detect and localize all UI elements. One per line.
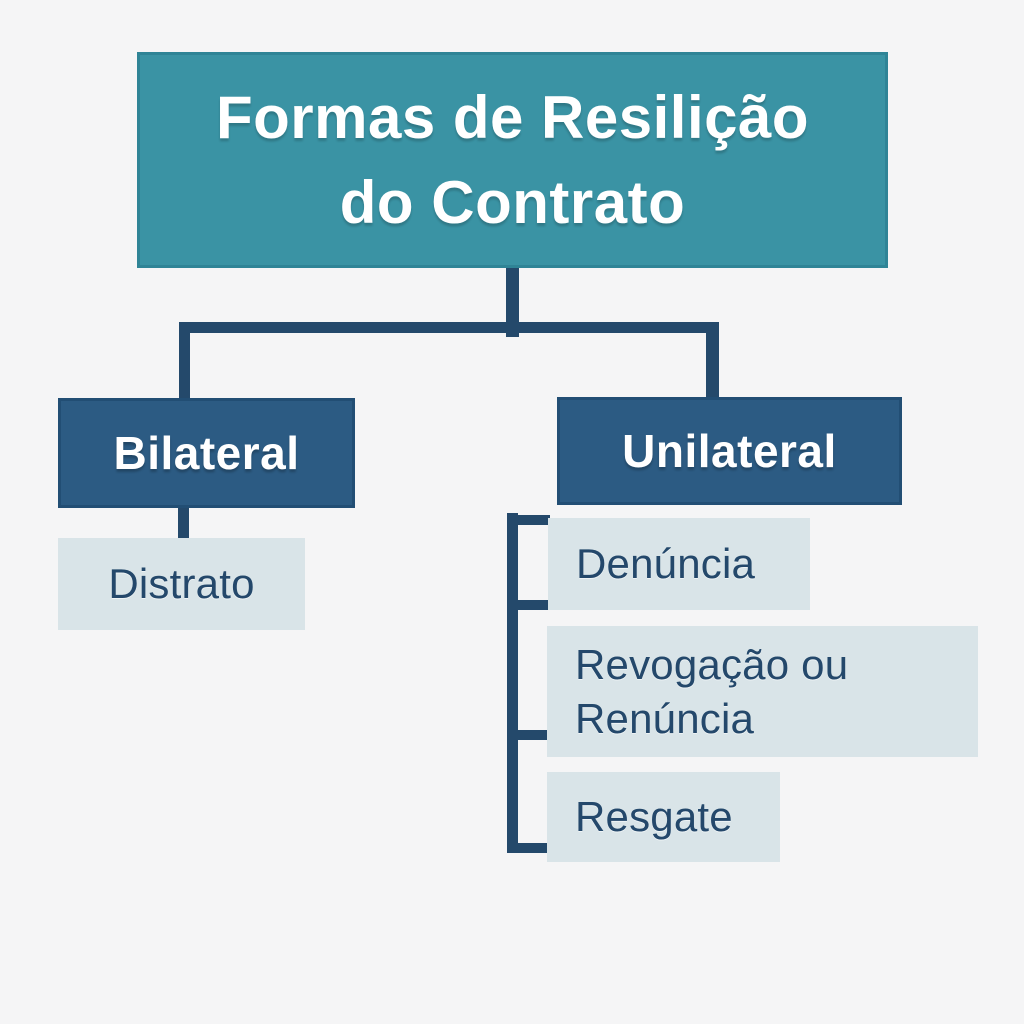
leaf-node-distrato: Distrato [58, 538, 305, 630]
branch-node-unilateral-label: Unilateral [622, 425, 837, 477]
connector-bilateral-drop [179, 322, 190, 400]
leaf-node-revogacao-ou-renuncia-label: Revogação ou Renúncia [575, 640, 849, 742]
connector-unilateral-spine [507, 513, 518, 853]
root-node-formas-de-resilicao: Formas de Resilição do Contrato [137, 52, 888, 268]
leaf-node-revogacao-ou-renuncia: Revogação ou Renúncia [547, 626, 978, 757]
leaf-node-resgate: Resgate [547, 772, 780, 862]
connector-rung-denuncia-top [507, 515, 550, 525]
branch-node-unilateral: Unilateral [557, 397, 902, 505]
connector-root-drop [506, 268, 519, 337]
connector-rung-denuncia [507, 600, 550, 610]
leaf-node-denuncia-label: Denúncia [576, 540, 756, 588]
leaf-node-resgate-label: Resgate [575, 793, 733, 841]
branch-node-bilateral: Bilateral [58, 398, 355, 508]
leaf-node-distrato-label: Distrato [108, 560, 255, 608]
root-node-title-line-2: do Contrato [339, 169, 686, 236]
connector-horizontal-bar [179, 322, 719, 333]
connector-unilateral-drop [706, 322, 719, 399]
connector-rung-resgate [507, 843, 550, 853]
connector-rung-revogacao [507, 730, 550, 740]
branch-node-bilateral-label: Bilateral [113, 427, 300, 479]
connector-distrato-drop [178, 506, 189, 540]
leaf-node-denuncia: Denúncia [548, 518, 810, 610]
root-node-title-line-1: Formas de Resilição [215, 83, 810, 151]
